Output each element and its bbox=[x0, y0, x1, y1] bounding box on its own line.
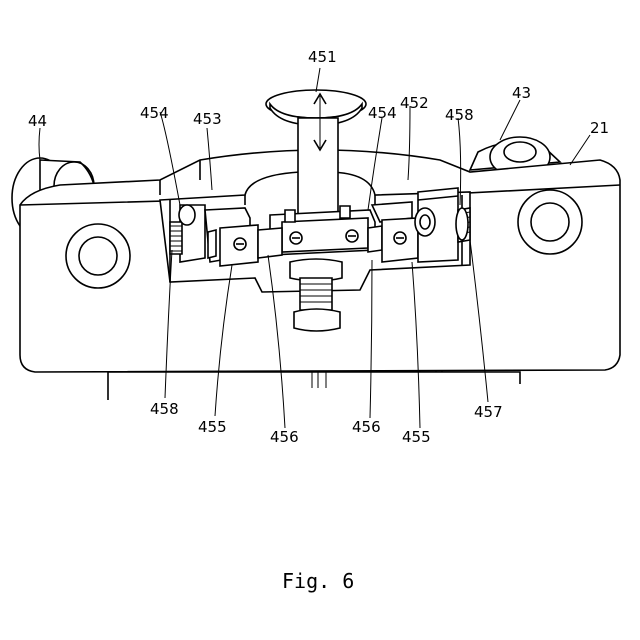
right-boss bbox=[518, 190, 582, 254]
label-454-left: 454 bbox=[140, 104, 169, 122]
figure-caption: Fig. 6 bbox=[282, 569, 354, 593]
label-453: 453 bbox=[193, 110, 222, 128]
label-451: 451 bbox=[308, 48, 337, 66]
label-455-left: 455 bbox=[198, 418, 227, 436]
label-43: 43 bbox=[512, 84, 531, 102]
label-458-top: 458 bbox=[445, 106, 474, 124]
left-boss bbox=[66, 224, 130, 288]
label-458-bottom: 458 bbox=[150, 400, 179, 418]
label-457: 457 bbox=[474, 403, 503, 421]
label-454-right: 454 bbox=[368, 104, 397, 122]
label-456-left: 456 bbox=[270, 428, 299, 446]
label-452: 452 bbox=[400, 94, 429, 112]
label-456-right: 456 bbox=[352, 418, 381, 436]
label-44: 44 bbox=[28, 112, 47, 130]
label-21: 21 bbox=[590, 119, 609, 137]
right-screw-457 bbox=[456, 208, 470, 242]
label-455-right: 455 bbox=[402, 428, 431, 446]
